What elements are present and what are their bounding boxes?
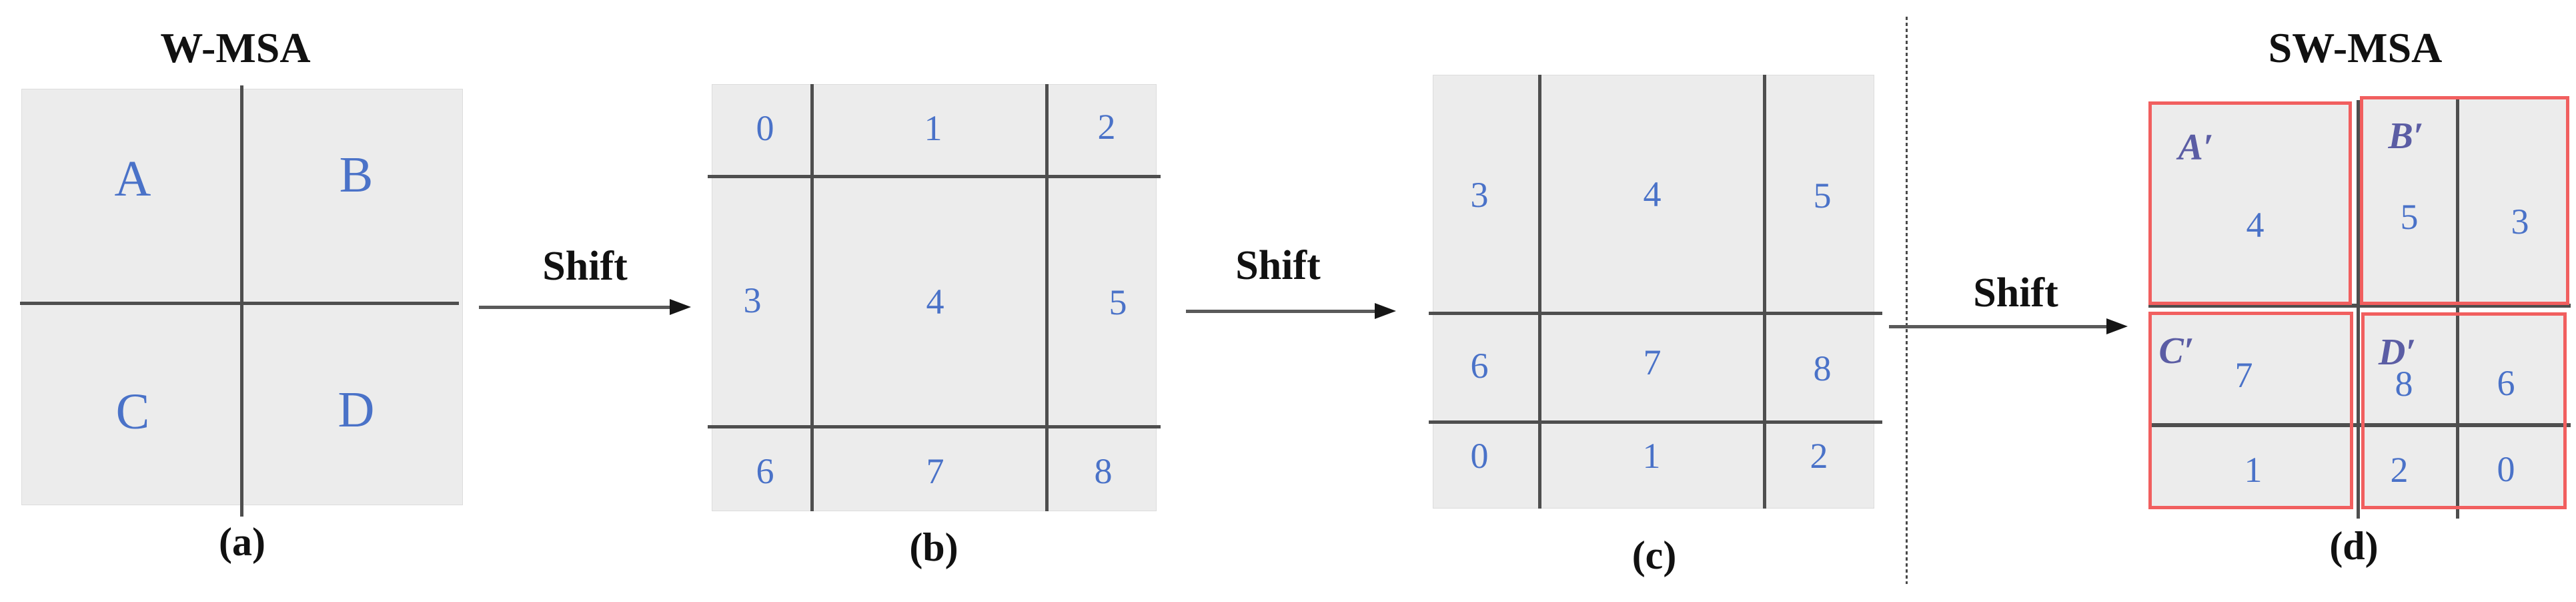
cell-number: 0 — [756, 108, 774, 148]
cell-number: 0 — [1470, 436, 1489, 476]
panel-b-caption: (b) — [909, 525, 958, 569]
panel-c-caption: (c) — [1632, 533, 1677, 577]
panel-d-title: SW-MSA — [2268, 24, 2443, 71]
panel-d-fill-B — [2360, 96, 2569, 305]
panel-b-hline-2 — [708, 425, 1161, 428]
cell-number: 7 — [1643, 342, 1662, 382]
window-label-C-prime: C′ — [2158, 330, 2194, 372]
panel-b-vline-2 — [1045, 84, 1049, 511]
panel-d-fill-D — [2361, 312, 2567, 509]
panel-b-vline-1 — [810, 84, 814, 511]
shift-arrow-2-head — [1375, 303, 1396, 319]
panel-b-grid — [712, 84, 1157, 511]
panel-a-caption: (a) — [219, 520, 265, 564]
panel-c-hline-1 — [1429, 312, 1882, 315]
dotted-separator-line — [1906, 17, 1908, 584]
window-label-B: B — [339, 147, 374, 203]
shift-arrow-1-line — [479, 306, 672, 309]
shift-arrow-2-line — [1186, 310, 1377, 313]
cell-number: 7 — [2234, 355, 2253, 395]
panel-d-hline-2 — [2148, 423, 2571, 427]
window-label-D-prime: D′ — [2378, 332, 2417, 373]
window-label-B-prime: B′ — [2388, 115, 2424, 157]
red-window-B — [2360, 96, 2569, 305]
shift-label-3: Shift — [1973, 270, 2058, 316]
panel-d-hline-1 — [2148, 304, 2571, 308]
cell-number: 0 — [2497, 449, 2515, 489]
shift-arrow-3-line — [1889, 325, 2108, 328]
panel-c-hline-2 — [1429, 420, 1882, 424]
cell-number: 4 — [1643, 174, 1662, 214]
shift-arrow-3-head — [2106, 318, 2128, 334]
cell-number: 5 — [1813, 176, 1832, 216]
panel-b-hline-1 — [708, 175, 1161, 178]
cell-number: 5 — [1109, 282, 1127, 322]
panel-a-vertical-line — [240, 85, 243, 517]
panel-c-vline-2 — [1763, 75, 1766, 509]
panel-a-title: W-MSA — [160, 24, 311, 71]
panel-c-grid — [1433, 75, 1874, 509]
red-window-C — [2148, 312, 2353, 509]
cell-number: 4 — [2246, 205, 2265, 245]
shift-arrow-1-head — [670, 299, 691, 315]
red-window-A — [2148, 101, 2352, 305]
cell-number: 6 — [1470, 346, 1489, 386]
window-label-C: C — [115, 384, 150, 440]
window-label-D: D — [338, 382, 375, 438]
cell-number: 1 — [1642, 436, 1661, 476]
window-label-A-prime: A′ — [2178, 127, 2214, 168]
panel-a-horizontal-line — [20, 302, 459, 305]
cell-number: 1 — [924, 108, 942, 148]
cell-number: 3 — [743, 280, 762, 320]
cell-number: 8 — [1094, 451, 1113, 491]
cell-number: 2 — [1097, 107, 1116, 147]
red-window-D — [2361, 312, 2567, 509]
cell-number: 2 — [1810, 436, 1828, 476]
cell-number: 2 — [2390, 450, 2409, 490]
cell-number: 8 — [1813, 348, 1832, 388]
panel-d-fill-A — [2148, 101, 2352, 305]
panel-d-caption: (d) — [2329, 524, 2379, 568]
panel-d-vline-1 — [2357, 100, 2360, 519]
window-label-A: A — [114, 151, 151, 207]
panel-c-vline-1 — [1538, 75, 1541, 509]
cell-number: 3 — [1470, 175, 1489, 215]
cell-number: 3 — [2511, 202, 2529, 242]
cell-number: 5 — [2400, 197, 2419, 237]
cell-number: 6 — [2497, 363, 2515, 403]
cell-number: 4 — [926, 282, 944, 322]
panel-d-fill-C — [2148, 312, 2353, 509]
cell-number: 8 — [2395, 364, 2413, 404]
cell-number: 6 — [756, 451, 774, 491]
shift-label-2: Shift — [1235, 243, 1321, 288]
cell-number: 7 — [926, 451, 944, 491]
shift-label-1: Shift — [542, 244, 628, 289]
cell-number: 1 — [2244, 450, 2263, 490]
